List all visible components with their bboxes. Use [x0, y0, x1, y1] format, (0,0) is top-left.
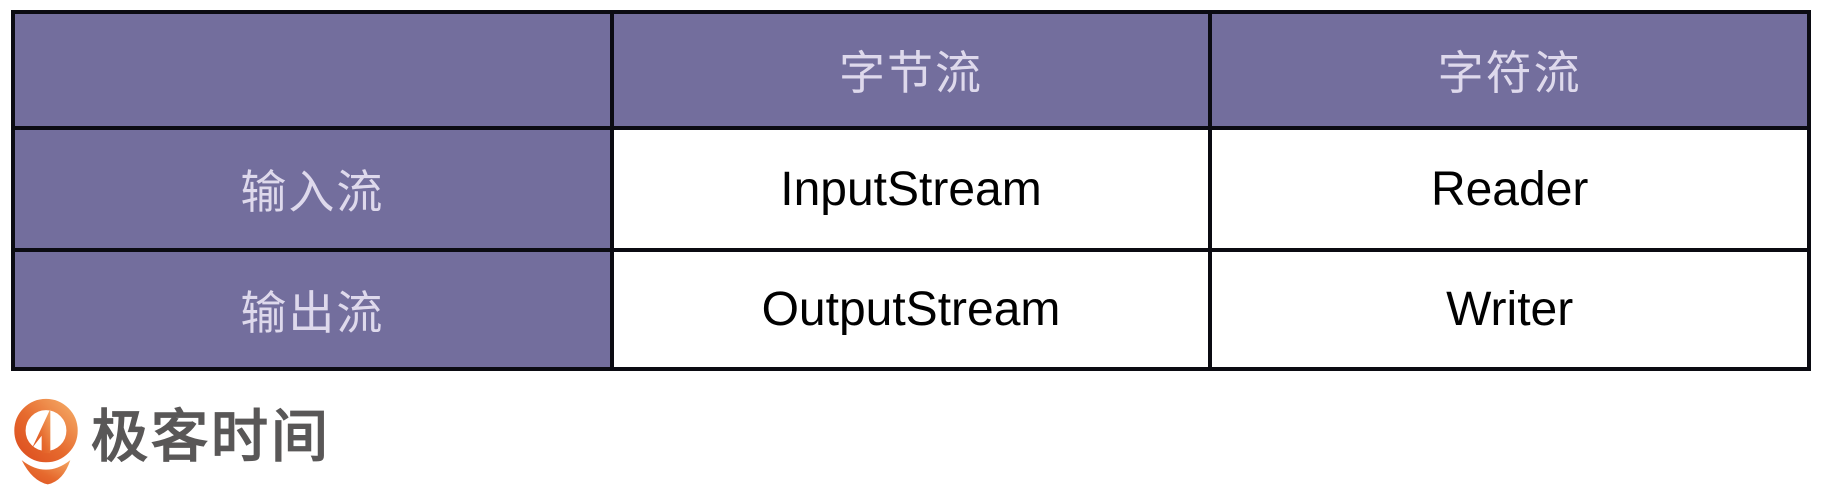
- row-label-output-stream: 输出流: [15, 252, 610, 367]
- cell-output-char-stream: Writer: [1212, 252, 1807, 367]
- column-header-byte-stream: 字节流: [613, 14, 1209, 126]
- cell-output-byte-stream: OutputStream: [613, 252, 1209, 367]
- geektime-pin-icon: [14, 398, 78, 485]
- geektime-logo-text: 极客时间: [91, 404, 331, 469]
- column-header-char-stream: 字符流: [1212, 14, 1807, 126]
- cell-input-char-stream: Reader: [1212, 130, 1807, 248]
- geektime-logo: 极客时间: [13, 394, 331, 488]
- stream-class-table: 字节流 字符流 输入流 InputStream Reader 输出流 Outpu…: [11, 10, 1811, 371]
- table-corner-cell: [15, 14, 610, 126]
- cell-input-byte-stream: InputStream: [613, 130, 1209, 248]
- row-label-input-stream: 输入流: [15, 130, 610, 248]
